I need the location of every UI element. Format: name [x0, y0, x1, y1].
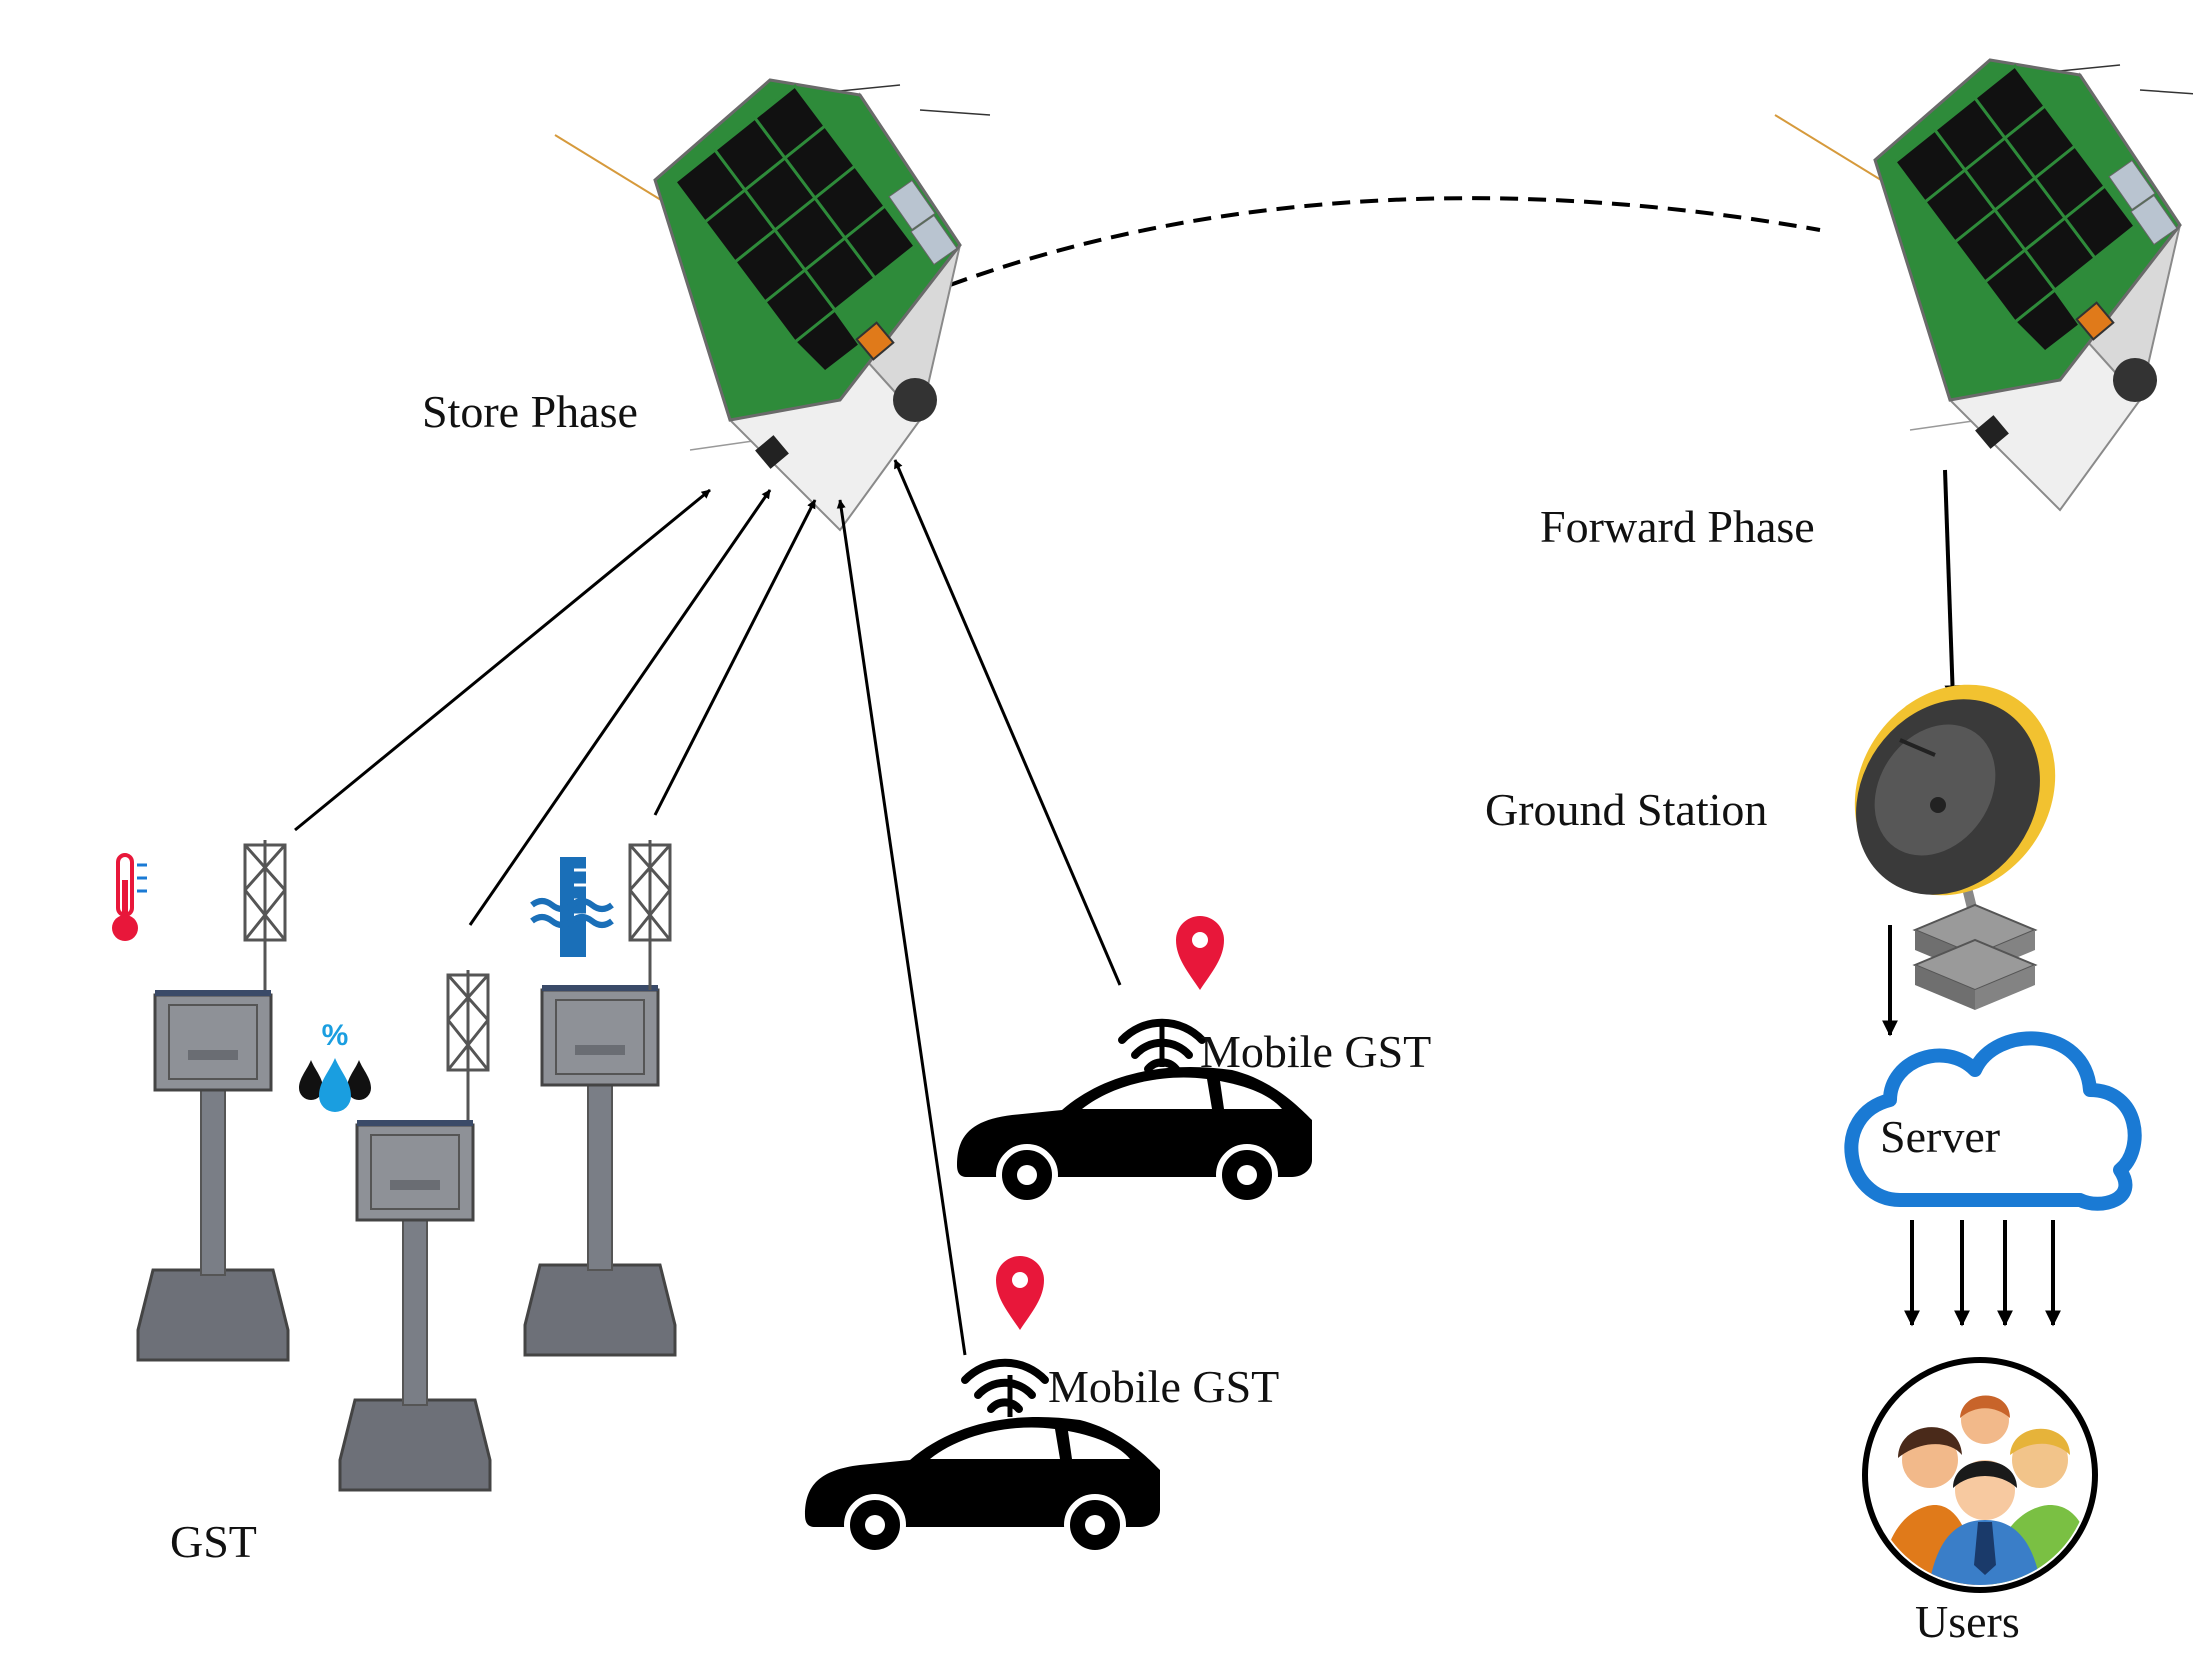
gst-terminal-icon	[523, 983, 677, 1357]
server-rack-icon	[1912, 903, 2038, 1010]
satellite-icon	[1773, 58, 2193, 512]
water-level-icon	[530, 857, 614, 957]
gst-terminal-icon	[136, 988, 290, 1362]
gst-terminal-icon	[338, 1118, 492, 1492]
users-label: Users	[1915, 1596, 2020, 1647]
server-label: Server	[1880, 1111, 2001, 1162]
humidity-drops-icon: %	[299, 1019, 371, 1112]
antenna-tower-icon	[446, 968, 490, 1122]
users-group-icon	[1862, 1357, 2098, 1593]
inter-satellite-link	[949, 196, 1821, 287]
antenna-tower-icon	[243, 838, 287, 992]
satellite-dish-icon	[1854, 684, 2056, 922]
wifi-signal-icon	[965, 1363, 1045, 1409]
location-pin-icon	[996, 1256, 1044, 1330]
downlink-arrows	[1882, 469, 2061, 1327]
ground-station-label: Ground Station	[1485, 784, 1768, 835]
svg-text:%: %	[322, 1019, 349, 1052]
thermometer-icon	[112, 853, 147, 941]
gst-label: GST	[170, 1516, 257, 1567]
uplink-arrows	[294, 459, 1122, 1356]
cloud-icon	[1844, 1031, 2142, 1211]
satellite-icon	[553, 78, 992, 532]
mobile-gst-label: Mobile GST	[1048, 1361, 1280, 1412]
store-phase-label: Store Phase	[422, 386, 638, 437]
location-pin-icon	[1176, 916, 1224, 990]
forward-phase-label: Forward Phase	[1540, 501, 1815, 552]
mobile-gst-label: Mobile GST	[1200, 1026, 1432, 1077]
antenna-tower-icon	[628, 838, 672, 992]
